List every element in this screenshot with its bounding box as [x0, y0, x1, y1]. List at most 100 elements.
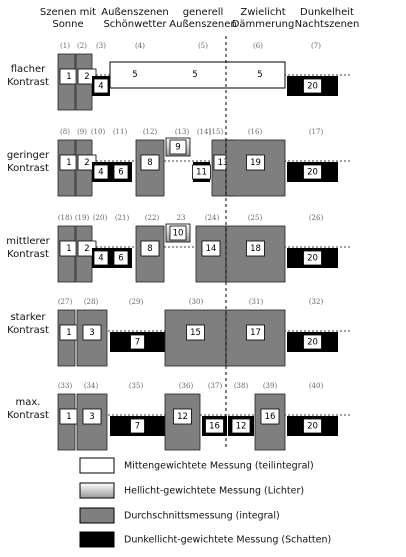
row-3-cell-number: (21)	[115, 214, 130, 222]
row-2-cell-5-box	[140, 154, 160, 171]
legend: Mittengewichtete Messung (teilintegral) …	[79, 457, 331, 548]
row-2-cell-10-box	[303, 164, 322, 180]
row-2-cell-number: (12)	[143, 128, 158, 136]
header-4-line2: Dämmerung	[232, 19, 295, 30]
row-1-cell-4-value-mid: 5	[192, 70, 197, 80]
row-2-cell-10-value: 20	[307, 168, 318, 178]
row-5-cell-3-box	[130, 418, 145, 434]
row-5-label-line1: max.	[16, 397, 41, 408]
row-5-cell-8-value: 20	[307, 422, 318, 432]
row-1-cell-3-value: 4	[98, 82, 103, 92]
row-5-cell-number: (38)	[234, 382, 249, 390]
row-1-cell-5-box	[303, 78, 322, 94]
row-5-cell-1-value: 1	[66, 412, 71, 422]
row-4-cell-4-value: 15	[190, 328, 201, 338]
row-5-cell-4-value: 12	[177, 412, 188, 422]
row-5-cell-number: (37)	[208, 382, 223, 390]
row-4-cell-6-value: 20	[307, 338, 318, 348]
row-3-cell-number: (18)	[58, 214, 73, 222]
row-4-cell-number: (29)	[129, 298, 144, 306]
row-2-cell-6-value: 9	[175, 143, 180, 153]
row-5-cell-5-box	[205, 418, 224, 434]
row-5-cell-number: (33)	[58, 382, 73, 390]
header-5-line1: Dunkelheit	[300, 7, 354, 18]
row-4-cell-2-value: 3	[89, 328, 94, 338]
row-5-cell-4-gray-block	[164, 393, 201, 451]
row-1-cell-4-value-left: 5	[132, 70, 137, 80]
row-3-cell-4-box	[113, 250, 129, 266]
row-5-cell-4-box	[173, 408, 192, 425]
row-2-cell-number: (8)	[60, 128, 70, 136]
row-1-cell-3-box	[93, 78, 109, 94]
header-1-line2: Sonne	[52, 19, 83, 30]
row-2-cell-number: (14)	[197, 128, 212, 136]
row-1-cell-number: (3)	[96, 42, 106, 50]
row-1-label-line2: Kontrast	[7, 77, 49, 88]
row-2-cell-1-value: 1	[66, 158, 71, 168]
row-3-cell-5-box	[140, 240, 160, 257]
row-3-cell-number: (24)	[205, 214, 220, 222]
row-1-label-line1: flacher	[11, 64, 46, 75]
legend-swatch-white	[79, 457, 115, 474]
row-3-cell-1-value: 1	[66, 244, 71, 254]
legend-swatch-light	[79, 482, 115, 499]
row-3-cell-7-box	[201, 240, 221, 257]
row-1-cell-number: (7)	[311, 42, 321, 50]
row-5-label-line2: Kontrast	[7, 410, 49, 421]
row-3-cell-8-box	[246, 240, 265, 257]
row-3-cell-2-value: 2	[84, 244, 89, 254]
row-3-cell-number: (20)	[93, 214, 108, 222]
row-4-cell-5-value: 17	[250, 328, 261, 338]
row-2-cell-4-box	[113, 164, 129, 180]
row-4-cell-number: (32)	[309, 298, 324, 306]
row-4-cell-number: (30)	[189, 298, 204, 306]
row-5-cell-number: (40)	[309, 382, 324, 390]
row-2-label-line1: geringer	[7, 150, 50, 161]
row-5-cell-5-value: 16	[209, 422, 220, 432]
header-4-line1: Zwielicht	[240, 7, 285, 18]
row-4-cell-4-box	[186, 324, 205, 341]
row-4-cell-number: (31)	[249, 298, 264, 306]
row-4-label-line1: starker	[10, 312, 46, 323]
row-5-cell-6-box	[231, 418, 251, 434]
row-2-cell-number: (13)	[175, 128, 190, 136]
row-labels: flacher Kontrast geringer Kontrast mittl…	[6, 64, 50, 421]
row-3-cell-4-value: 6	[118, 254, 123, 264]
row-4-cell-5-box	[246, 324, 265, 341]
row-1-cell-number: (4)	[135, 42, 145, 50]
row-5-cell-7-value: 16	[265, 412, 276, 422]
row-1-cell-number: (6)	[253, 42, 263, 50]
row-3-cell-number: 23	[177, 214, 186, 222]
row-4-cell-3-box	[130, 334, 145, 350]
row-1-cell-4-white-block	[109, 61, 286, 89]
row-2-cell-number: (10)	[91, 128, 106, 136]
column-headers: Szenen mit Sonne Außenszenen Schönwetter…	[40, 7, 360, 30]
row-1-cell-2-value: 2	[84, 72, 89, 82]
row-4-cell-2-box	[82, 324, 102, 341]
legend-label-black: Dunkellicht-gewichtete Messung (Schatten…	[124, 535, 331, 546]
row-3-cell-number: (26)	[309, 214, 324, 222]
row-5-cell-number: (34)	[84, 382, 99, 390]
row-1-cell-number: (1)	[60, 42, 70, 50]
row-2-label-line2: Kontrast	[7, 163, 49, 174]
row-5-cell-6-value: 12	[236, 422, 247, 432]
row-1-cell-1-value: 1	[66, 72, 71, 82]
header-3-line2: Außenszenen	[169, 19, 236, 30]
row-3-cell-number: (19)	[75, 214, 90, 222]
row-4-label-line2: Kontrast	[7, 325, 49, 336]
row-1-cell-5-value: 20	[307, 82, 318, 92]
row-3-cell-7-value: 14	[206, 244, 217, 254]
row-4-cell-6-box	[303, 334, 322, 350]
row-2-cell-3-box	[93, 164, 109, 180]
row-2-cell-number: (16)	[248, 128, 263, 136]
row-2-cell-6-box	[169, 139, 187, 155]
row-5-cell-2-box	[82, 408, 102, 425]
header-5-line2: Nachtszenen	[295, 19, 360, 30]
row-5-cell-number: (35)	[129, 382, 144, 390]
row-1-cell-4-value-right: 5	[257, 70, 262, 80]
row-4-cell-number: (28)	[84, 298, 99, 306]
row-2-cell-number: (17)	[309, 128, 324, 136]
row-3-cell-3-value: 4	[98, 254, 103, 264]
